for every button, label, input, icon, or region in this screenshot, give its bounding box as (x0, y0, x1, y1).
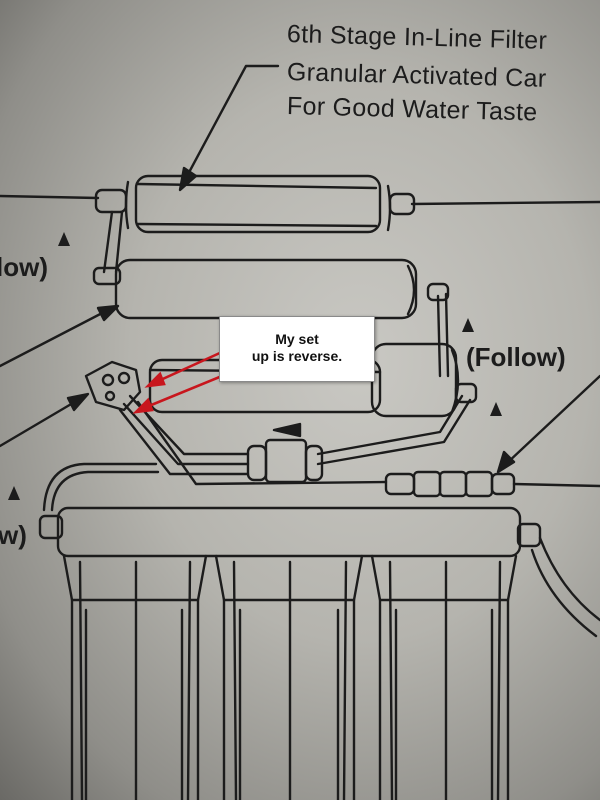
manifold-tube-2 (50, 470, 160, 512)
caption-leader-arrowhead (178, 166, 198, 192)
annotation-callout: My set up is reverse. (219, 316, 375, 382)
inline-connector (384, 470, 600, 498)
tube-lower (136, 400, 388, 486)
callout-line-2: up is reverse. (251, 348, 343, 364)
red-arrow-head-1 (144, 371, 166, 388)
inline-tube-left (0, 194, 100, 200)
inline-tube-right (410, 200, 600, 206)
flow-label-right: (Follow) (466, 342, 566, 372)
red-arrow-line-1 (155, 350, 223, 384)
callout-line-1: My set (275, 331, 319, 347)
connector-leader (504, 374, 600, 466)
tube-to-right-2 (316, 398, 472, 466)
tube-valve-2 (122, 402, 250, 466)
flow-restrictor (246, 422, 324, 484)
caption-leader-line (184, 64, 280, 180)
inline-filter-6th-stage (94, 174, 416, 234)
callout-red-arrows (132, 350, 223, 414)
connector-left-2 (114, 210, 124, 274)
prefilter-housing-2 (214, 554, 364, 800)
prefilter-housing-3 (370, 554, 518, 800)
flow-arrow-right-top (462, 318, 474, 332)
flow-arrow-right-bottom (490, 402, 502, 416)
red-arrow-line-2 (143, 374, 223, 410)
connector-leader-arrowhead (496, 450, 516, 474)
flow-direction-arrows (8, 232, 502, 500)
valve-leader (0, 398, 80, 448)
tube-to-right (316, 394, 464, 456)
manifold-tube (42, 462, 158, 512)
red-arrow-head-2 (132, 397, 154, 414)
connector-left-fitting (92, 266, 122, 286)
post-filter-leader (0, 308, 110, 368)
post-filter-leader-arrowhead (96, 304, 120, 322)
flow-arrow-left-bottom (8, 486, 20, 500)
flow-label-left-bottom: w) (0, 520, 27, 550)
flow-label-left-top: low) (0, 252, 48, 282)
shut-off-valve (84, 360, 142, 412)
connector-left (102, 210, 114, 274)
flow-arrow-left-top (58, 232, 70, 246)
tube-valve-3 (118, 408, 250, 476)
prefilter-manifold (38, 506, 600, 638)
valve-leader-arrowhead (66, 392, 90, 412)
prefilter-housing-1 (62, 554, 208, 800)
pressure-cylinder (370, 342, 478, 418)
